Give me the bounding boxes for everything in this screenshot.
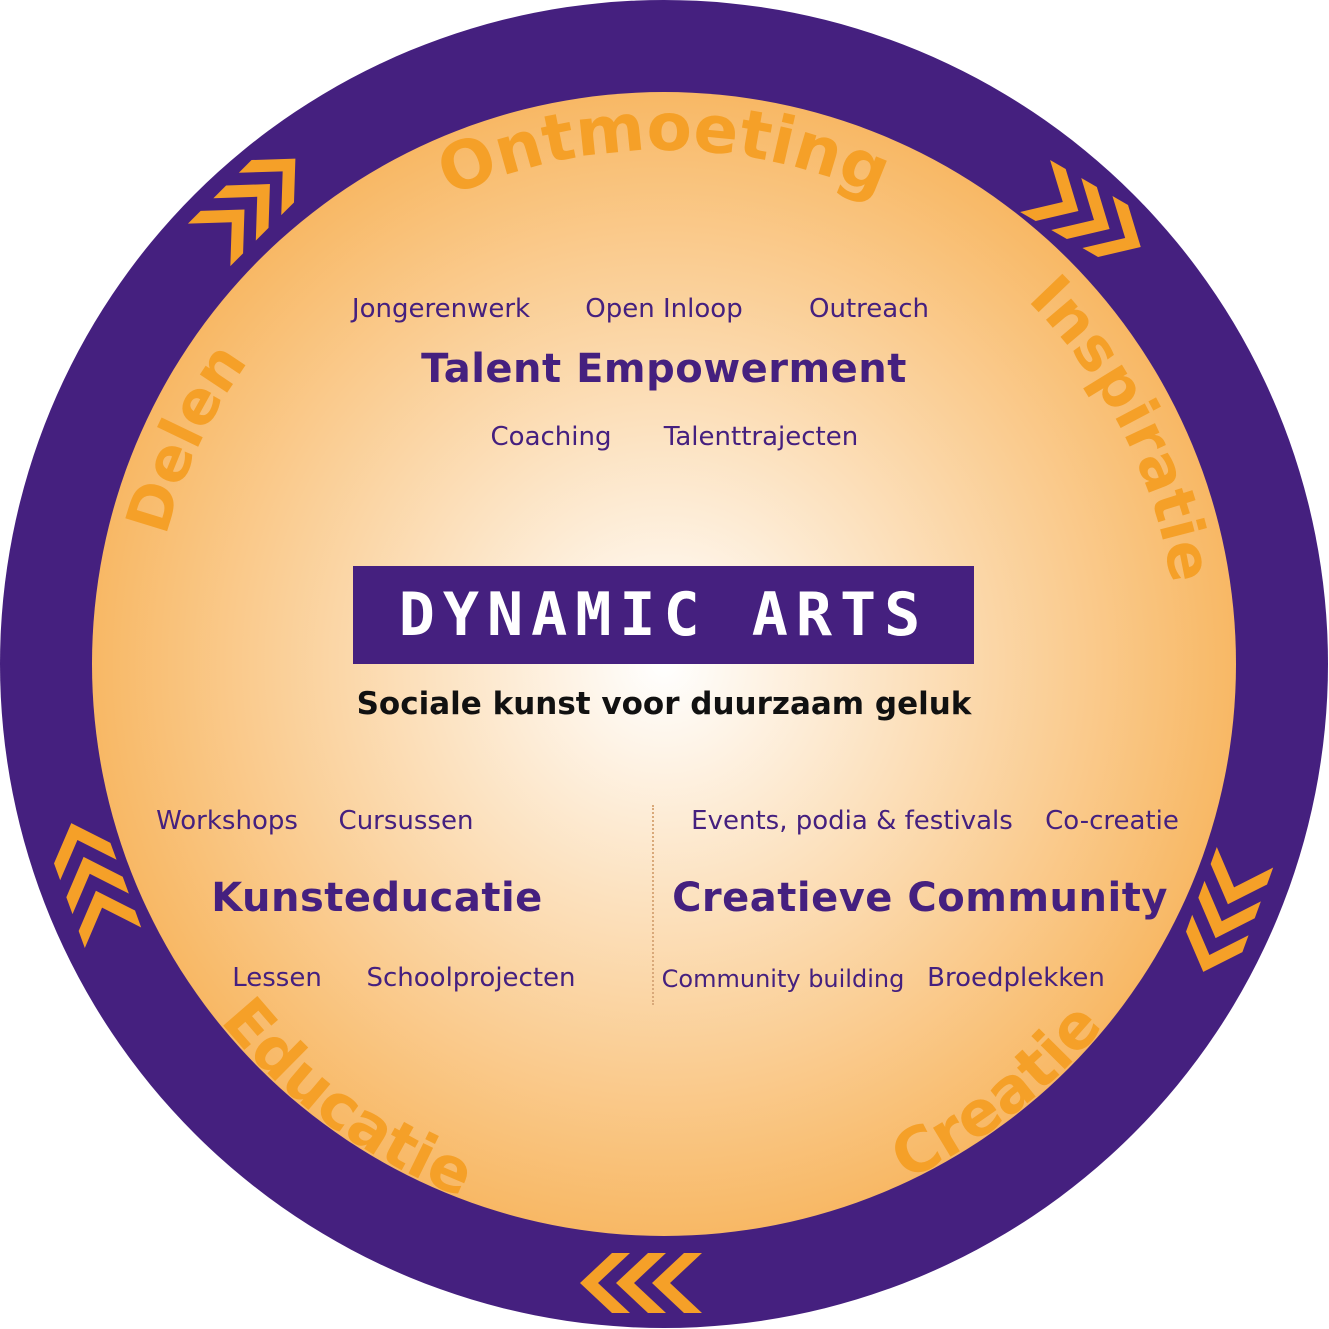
item-coaching: Coaching — [490, 422, 612, 452]
item-outreach: Outreach — [809, 294, 929, 324]
heading-talent-empowerment: Talent Empowerment — [421, 346, 907, 392]
item-workshops: Workshops — [156, 806, 298, 836]
item-broedplekken: Broedplekken — [927, 963, 1105, 993]
tagline: Sociale kunst voor duurzaam geluk — [356, 686, 972, 722]
section-divider — [652, 805, 654, 1005]
item-jongerenwerk: Jongerenwerk — [351, 294, 531, 324]
heading-creatieve-community: Creatieve Community — [672, 875, 1168, 921]
item-co-creatie: Co-creatie — [1045, 806, 1179, 836]
center-disc — [92, 92, 1236, 1236]
logo-text: DYNAMIC ARTS — [398, 580, 929, 650]
item-talenttrajecten: Talenttrajecten — [663, 422, 859, 452]
item-events: Events, podia & festivals — [691, 806, 1013, 836]
item-schoolprojecten: Schoolprojecten — [366, 963, 576, 993]
item-lessen: Lessen — [232, 963, 322, 993]
logo: DYNAMIC ARTS — [353, 566, 974, 664]
item-cursussen: Cursussen — [338, 806, 474, 836]
item-community-building: Community building — [661, 965, 905, 993]
item-open-inloop: Open Inloop — [585, 294, 743, 324]
heading-kunsteducatie: Kunsteducatie — [211, 875, 543, 921]
